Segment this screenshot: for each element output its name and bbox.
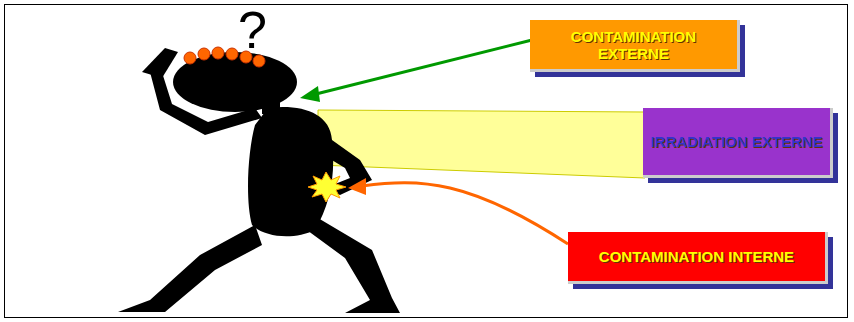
contamination-dot xyxy=(212,47,224,59)
contamination-dot xyxy=(226,48,238,60)
contamination-dot xyxy=(184,52,196,64)
contamination-externe-box: CONTAMINATION EXTERNE xyxy=(530,20,740,72)
contamination-dot xyxy=(253,55,265,67)
green-leader-arrow xyxy=(312,40,532,95)
hand xyxy=(142,48,178,78)
irradiation-beam xyxy=(318,110,645,178)
internal-burst xyxy=(308,172,346,202)
contamination-dot xyxy=(198,48,210,60)
box-label: CONTAMINATION EXTERNE xyxy=(530,26,737,64)
irradiation-externe-box: IRRADIATION EXTERNE xyxy=(643,108,833,178)
box-label: CONTAMINATION INTERNE xyxy=(593,246,800,267)
head xyxy=(173,52,297,112)
left-leg xyxy=(118,225,262,312)
orange-arrowhead xyxy=(348,178,366,195)
question-mark: ? xyxy=(238,4,267,56)
green-arrowhead xyxy=(300,86,320,102)
contamination-interne-box: CONTAMINATION INTERNE xyxy=(568,232,828,284)
right-leg xyxy=(300,218,400,313)
orange-leader-arrow xyxy=(362,183,568,244)
box-label: IRRADIATION EXTERNE xyxy=(644,131,828,152)
torso xyxy=(248,107,333,236)
